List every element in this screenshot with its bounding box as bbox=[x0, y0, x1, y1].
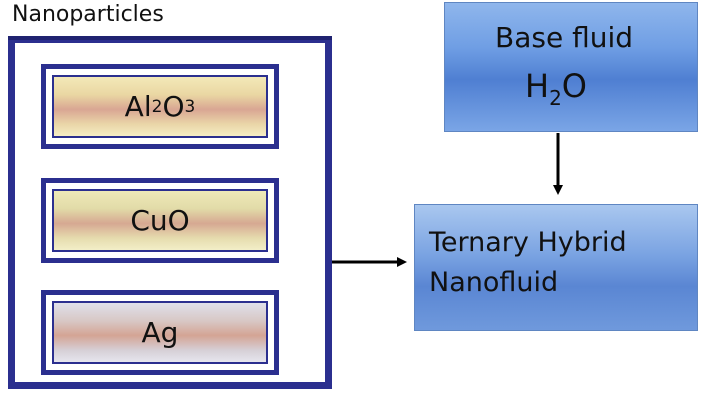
ag-label: Ag bbox=[52, 301, 268, 364]
base-fluid-title: Base fluid bbox=[495, 21, 634, 54]
al2o3-o: O bbox=[162, 90, 185, 123]
base-fluid-formula: H2O bbox=[525, 67, 587, 110]
formula-sub-2: 2 bbox=[549, 86, 562, 110]
cuo-label: CuO bbox=[52, 189, 268, 252]
formula-h: H bbox=[525, 67, 550, 105]
al2o3-sub-2: 2 bbox=[151, 96, 163, 117]
base-fluid-box: Base fluid H2O bbox=[444, 2, 698, 132]
ag-frame: Ag bbox=[41, 290, 279, 375]
al2o3-sub-3: 3 bbox=[184, 96, 196, 117]
ternary-line2: Nanofluid bbox=[429, 267, 559, 298]
ternary-line1: Ternary Hybrid bbox=[429, 227, 627, 258]
ternary-hybrid-box: Ternary Hybrid Nanofluid bbox=[414, 204, 698, 331]
nanoparticles-title: Nanoparticles bbox=[12, 2, 164, 27]
al2o3-al: Al bbox=[124, 90, 152, 123]
formula-o: O bbox=[561, 67, 587, 105]
cuo-frame: CuO bbox=[41, 178, 279, 263]
